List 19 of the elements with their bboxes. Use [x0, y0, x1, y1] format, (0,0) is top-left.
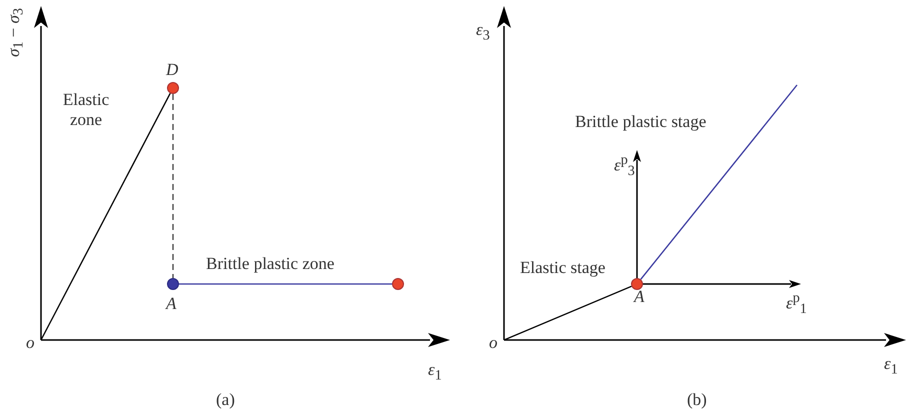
curve-line: [640, 84, 798, 280]
panel-caption: (b): [687, 390, 707, 410]
stage-label: Elastic stage: [520, 258, 606, 278]
curve-line: [179, 283, 392, 285]
zone-label: Brittle plastic zone: [206, 254, 334, 274]
curve-line: [504, 286, 632, 341]
zone-label: Elastic zone: [62, 90, 110, 130]
panel-caption: (a): [216, 390, 235, 410]
axis-label: ε$_{3}$: [476, 20, 490, 46]
point-label: A: [166, 294, 176, 313]
axis-label: ε$_{1}$: [884, 354, 898, 380]
dashed-line: [172, 94, 174, 278]
curve-line: [40, 93, 171, 340]
origin-label: o: [26, 333, 34, 352]
origin-label: o: [489, 333, 498, 352]
point-label: A: [634, 287, 644, 306]
stage-label: Brittle plastic stage: [575, 112, 706, 132]
axis-label: ε$_{1}$: [428, 360, 442, 386]
point-label: D: [166, 60, 178, 79]
